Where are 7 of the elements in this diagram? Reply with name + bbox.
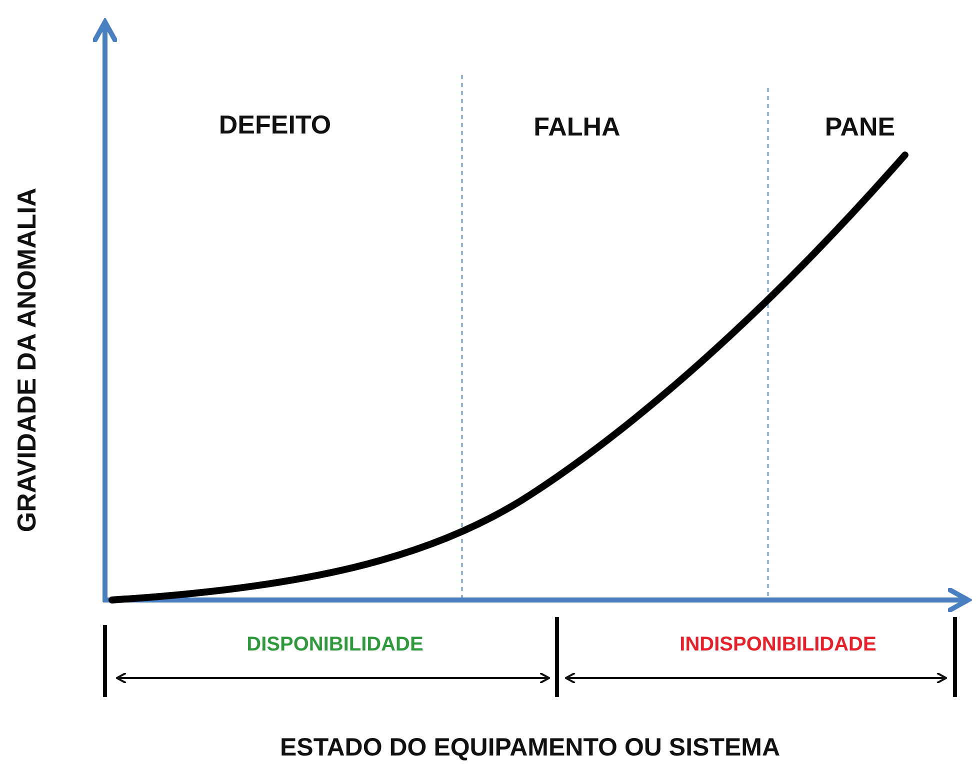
region-label: DEFEITO [218, 110, 332, 140]
axis-title: GRAVIDADE DA ANOMALIA [12, 188, 42, 532]
span-label: DISPONIBILIDADE [246, 634, 424, 656]
region-label: PANE [824, 112, 896, 142]
span-label: INDISPONIBILIDADE [680, 634, 876, 656]
region-label: FALHA [534, 112, 620, 142]
axis-title: ESTADO DO EQUIPAMENTO OU SISTEMA [280, 734, 780, 762]
